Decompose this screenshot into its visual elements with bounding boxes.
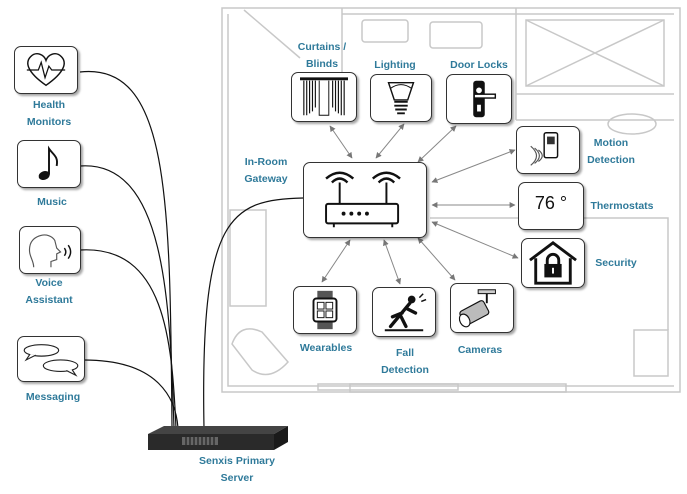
- music-box[interactable]: [17, 140, 81, 188]
- heart-monitor-icon: [26, 53, 66, 87]
- voice-assistant-box[interactable]: [19, 226, 81, 274]
- messaging-box[interactable]: [17, 336, 85, 382]
- gateway-label: In-Room Gateway: [244, 156, 288, 185]
- motion-sensor-icon: [530, 132, 559, 166]
- floorplan: [221, 7, 681, 393]
- wired-links: [79, 70, 304, 429]
- light-bulb-icon: [387, 81, 415, 115]
- thermostat-box[interactable]: 76 °: [518, 182, 584, 230]
- fall-detection-box[interactable]: [372, 287, 436, 337]
- gateway-box[interactable]: [303, 162, 427, 238]
- motion-detection-box[interactable]: [516, 126, 580, 174]
- curtains-icon: [300, 77, 348, 116]
- messaging-label: Messaging: [25, 391, 81, 403]
- cameras-label: Cameras: [457, 344, 503, 356]
- music-note-icon: [38, 145, 58, 181]
- door-locks-label: Door Locks: [450, 59, 508, 71]
- camera-icon: [458, 289, 496, 328]
- door-lock-icon: [473, 80, 497, 118]
- wearables-label: Wearables: [299, 342, 353, 354]
- lighting-label: Lighting: [374, 59, 416, 71]
- chat-bubbles-icon: [23, 344, 79, 377]
- motion-detection-label: Motion Detection: [587, 137, 635, 166]
- smartwatch-icon: [312, 290, 338, 330]
- security-label: Security: [595, 257, 637, 269]
- health-monitors-label: Health Monitors: [26, 99, 72, 128]
- server-rack[interactable]: [146, 424, 290, 454]
- wearables-box[interactable]: [293, 286, 357, 334]
- thermostat-display: 76 °: [534, 193, 568, 213]
- voice-head-icon: [28, 234, 72, 268]
- door-locks-box[interactable]: [446, 74, 512, 124]
- server-label: Senxis Primary Server: [199, 455, 275, 484]
- music-label: Music: [37, 196, 67, 208]
- curtains-label: Curtains / Blinds: [297, 41, 347, 70]
- fall-person-icon: [384, 293, 427, 332]
- voice-assistant-label: Voice Assistant: [25, 277, 73, 306]
- curtains-box[interactable]: [291, 72, 357, 122]
- router-icon: [325, 171, 401, 228]
- health-monitor-box[interactable]: [14, 46, 78, 94]
- server-rack-icon: [148, 426, 288, 450]
- wireless-links: [321, 123, 519, 285]
- security-box[interactable]: [521, 238, 585, 288]
- cameras-box[interactable]: [450, 283, 514, 333]
- padlock-house-icon: [529, 241, 577, 285]
- lighting-box[interactable]: [370, 74, 432, 122]
- thermostats-label: Thermostats: [590, 200, 654, 212]
- fall-detection-label: Fall Detection: [381, 347, 429, 376]
